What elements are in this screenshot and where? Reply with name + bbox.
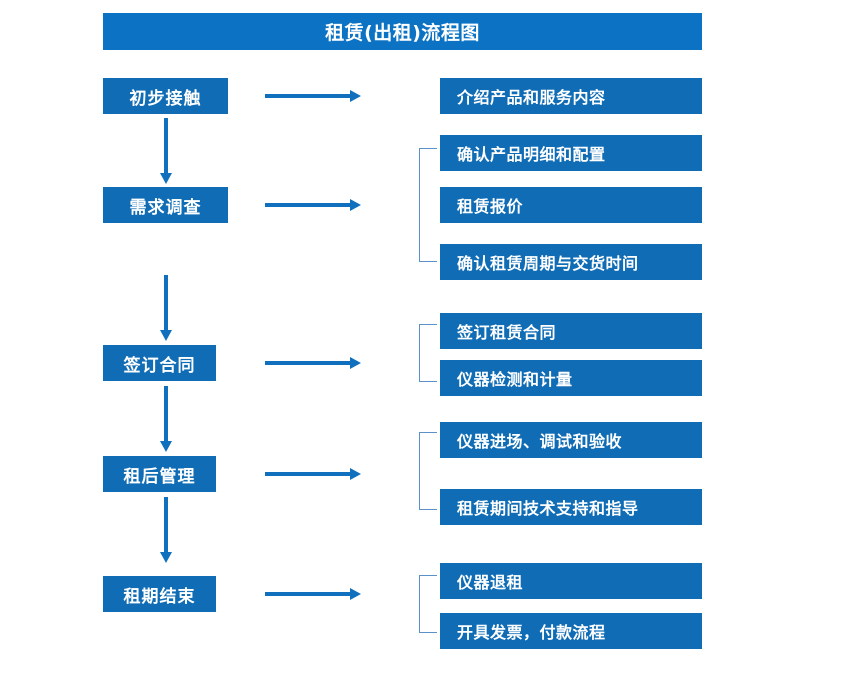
- stage-box-label: 租期结束: [123, 586, 196, 607]
- stage-box-label: 租后管理: [123, 466, 196, 487]
- flow-arrow-vertical: [158, 118, 174, 184]
- stage-box[interactable]: 需求调查: [103, 187, 228, 223]
- bracket-租后管理: [419, 432, 437, 510]
- detail-box[interactable]: 仪器检测和计量: [440, 360, 702, 396]
- bracket-签订合同: [419, 324, 437, 382]
- flow-arrow-horizontal: [265, 197, 361, 213]
- detail-box[interactable]: 确认租赁周期与交货时间: [440, 244, 702, 280]
- detail-box[interactable]: 租赁期间技术支持和指导: [440, 489, 702, 525]
- flow-arrow-vertical: [158, 497, 174, 563]
- flow-arrow-horizontal: [265, 586, 361, 602]
- detail-box[interactable]: 签订租赁合同: [440, 313, 702, 349]
- flow-arrow-horizontal: [265, 88, 361, 104]
- flow-arrow-horizontal: [265, 355, 361, 371]
- detail-box-label: 仪器检测和计量: [457, 370, 573, 389]
- detail-box-label: 仪器进场、调试和验收: [457, 432, 623, 451]
- detail-box-label: 介绍产品和服务内容: [457, 88, 606, 107]
- stage-box-label: 签订合同: [123, 355, 196, 376]
- stage-box[interactable]: 签订合同: [103, 345, 216, 381]
- detail-box[interactable]: 仪器进场、调试和验收: [440, 422, 702, 458]
- detail-box-label: 租赁报价: [457, 197, 524, 216]
- stage-box-label: 初步接触: [129, 88, 202, 109]
- detail-box[interactable]: 介绍产品和服务内容: [440, 78, 702, 114]
- detail-box-label: 确认租赁周期与交货时间: [457, 254, 639, 273]
- page-title: 租赁(出租)流程图: [325, 22, 480, 44]
- flow-arrow-vertical: [158, 386, 174, 452]
- detail-box[interactable]: 仪器退租: [440, 563, 702, 599]
- detail-box-label: 确认产品明细和配置: [457, 145, 606, 164]
- detail-box-label: 租赁期间技术支持和指导: [457, 499, 639, 518]
- stage-box[interactable]: 初步接触: [103, 78, 228, 114]
- stage-box[interactable]: 租期结束: [103, 576, 216, 612]
- detail-box[interactable]: 租赁报价: [440, 187, 702, 223]
- bracket-需求调查: [419, 148, 437, 262]
- detail-box[interactable]: 确认产品明细和配置: [440, 135, 702, 171]
- flow-arrow-vertical: [158, 275, 174, 341]
- detail-box-label: 仪器退租: [457, 573, 524, 592]
- detail-box-label: 开具发票，付款流程: [457, 623, 606, 642]
- detail-box[interactable]: 开具发票，付款流程: [440, 613, 702, 649]
- flow-arrow-horizontal: [265, 466, 361, 482]
- stage-box[interactable]: 租后管理: [103, 456, 216, 492]
- detail-box-label: 签订租赁合同: [457, 323, 557, 342]
- flowchart-title-bar: 租赁(出租)流程图: [103, 13, 702, 50]
- stage-box-label: 需求调查: [129, 197, 202, 218]
- bracket-租期结束: [419, 575, 437, 633]
